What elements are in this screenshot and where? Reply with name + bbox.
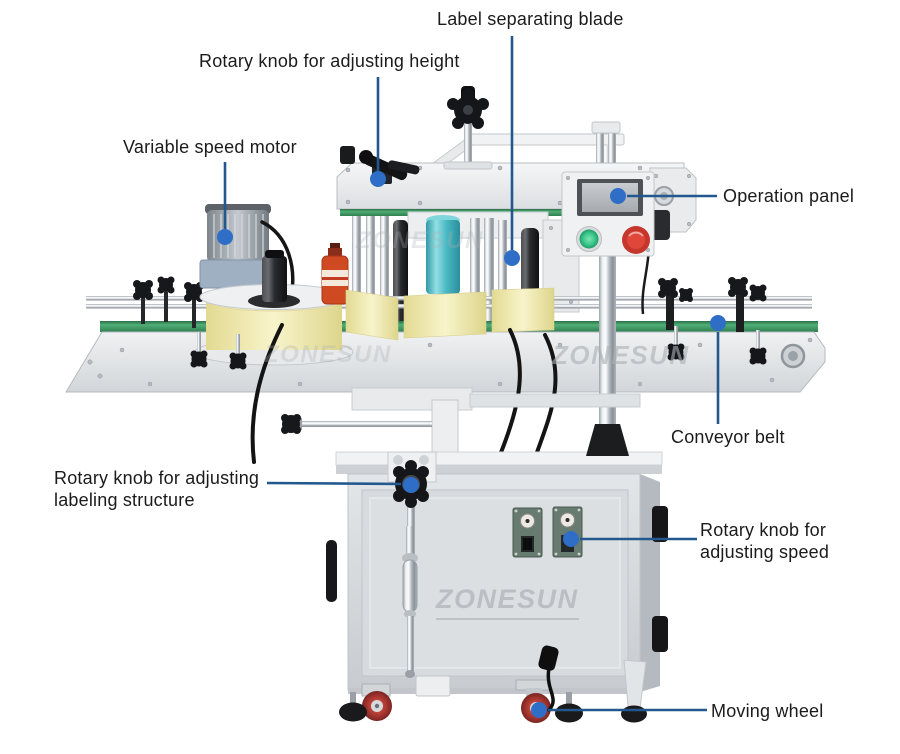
leveling-foot bbox=[339, 702, 367, 722]
slide-knob bbox=[281, 414, 301, 434]
turnbuckle-rod bbox=[402, 526, 451, 697]
conveyor-screws bbox=[87, 337, 813, 387]
annotation-rotary-knob-height: Rotary knob for adjusting height bbox=[199, 51, 460, 71]
backing-paper-roll bbox=[426, 220, 460, 294]
speed-control-panels bbox=[512, 506, 583, 558]
annotation-rotary-knob-speed: Rotary knob for adjusting speed bbox=[700, 520, 830, 562]
column-foot bbox=[586, 424, 629, 456]
variable-speed-motor-part bbox=[199, 204, 295, 304]
leveling-foot bbox=[555, 703, 583, 723]
hinge bbox=[652, 506, 668, 542]
labeling-slide bbox=[281, 387, 641, 457]
power-plug bbox=[538, 645, 559, 712]
support-column bbox=[599, 215, 616, 427]
watermark-zonesun: ZONESUN bbox=[356, 227, 484, 254]
start-button bbox=[579, 229, 599, 249]
left-caster bbox=[339, 683, 392, 722]
annotation-moving-wheel: Moving wheel bbox=[711, 701, 824, 721]
label-web bbox=[345, 287, 555, 341]
conveyor-side-wall bbox=[65, 331, 826, 393]
callout-dots bbox=[217, 171, 726, 718]
watermark-zonesun: ZONESUN bbox=[264, 341, 392, 368]
cabinet-handle bbox=[326, 540, 337, 602]
watermark-zonesun: ZONESUN bbox=[552, 340, 690, 370]
annotation-operation-panel: Operation panel bbox=[723, 186, 855, 206]
annotation-label-separating-blade: Label separating blade bbox=[437, 9, 624, 29]
cabinet bbox=[326, 424, 668, 723]
annotation-rotary-knob-labeling: Rotary knob for adjusting labeling struc… bbox=[54, 468, 260, 510]
watermark-zonesun: ZONESUN bbox=[436, 584, 579, 620]
roll-hub bbox=[262, 256, 287, 302]
callout-leaders bbox=[223, 36, 720, 712]
annotation-variable-speed-motor: Variable speed motor bbox=[123, 137, 297, 157]
hinge bbox=[652, 616, 668, 652]
operation-panel-part bbox=[561, 171, 655, 257]
annotation-conveyor-belt: Conveyor belt bbox=[671, 427, 785, 447]
labeling-structure-knob bbox=[387, 451, 437, 526]
hmi-screen bbox=[582, 183, 638, 212]
label-roll-station bbox=[190, 204, 558, 464]
sample-bottle bbox=[321, 243, 349, 305]
